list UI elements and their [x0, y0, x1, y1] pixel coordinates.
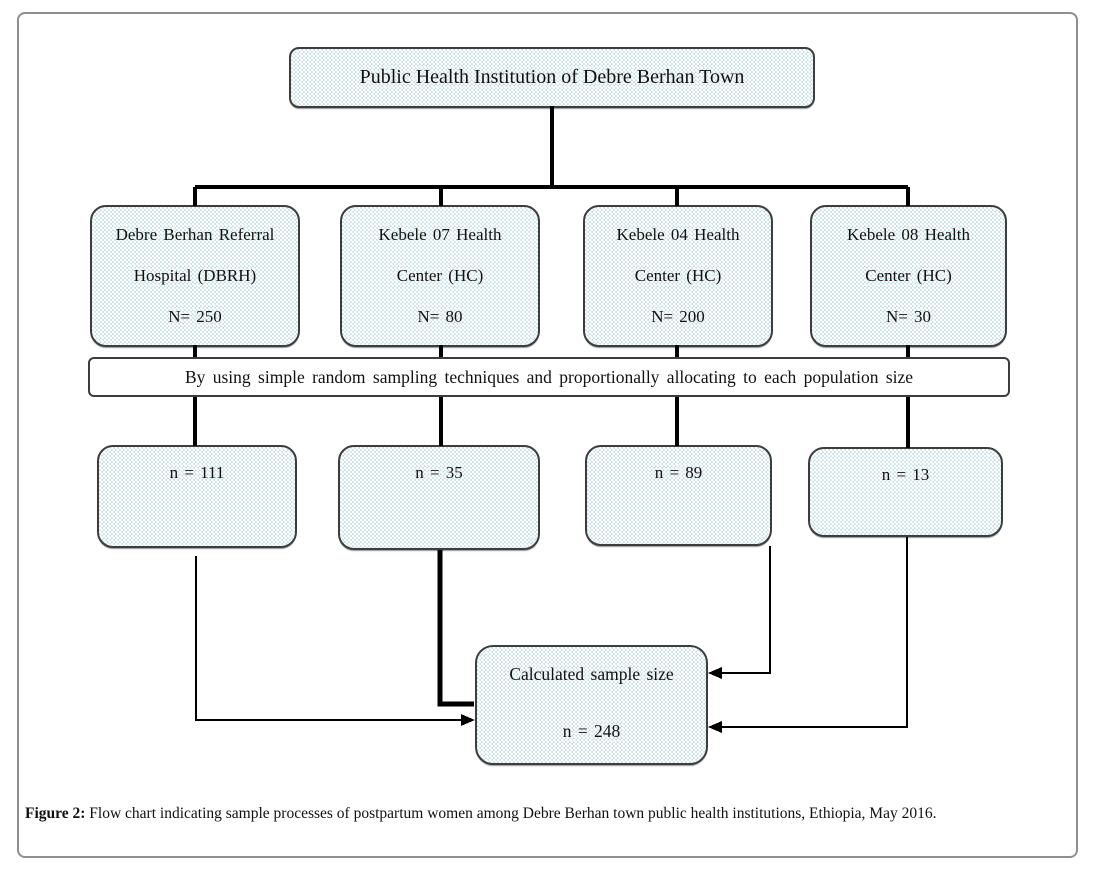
institution-box-kebele-07: Kebele 07 Health Center (HC) N= 80 [340, 205, 540, 347]
sample-size-box-dbrh: n = 111 [97, 445, 297, 548]
sample-size-value: n = 111 [169, 463, 225, 482]
institution-population: N= 80 [417, 306, 463, 326]
institution-name-line1: Kebele 08 Health [847, 225, 970, 245]
institution-box-kebele-08: Kebele 08 Health Center (HC) N= 30 [810, 205, 1007, 347]
sample-size-value: n = 89 [654, 463, 703, 482]
calculated-sample-size-value: n = 248 [562, 721, 621, 741]
institution-name-line1: Kebele 04 Health [616, 225, 740, 245]
sample-size-box-kebele-08: n = 13 [808, 447, 1003, 537]
sample-size-value: n = 35 [415, 463, 463, 482]
sample-size-box-kebele-07: n = 35 [338, 445, 540, 550]
institution-population: N= 30 [885, 306, 932, 326]
sampling-method-label: By using simple random sampling techniqu… [184, 366, 914, 387]
root-institution-label: Public Health Institution of Debre Berha… [359, 66, 745, 88]
institution-box-dbrh: Debre Berhan Referral Hospital (DBRH) N=… [90, 205, 300, 347]
sample-size-box-kebele-04: n = 89 [585, 445, 772, 546]
figure-caption-label: Figure 2: [25, 804, 86, 822]
institution-name-line2: Center (HC) [865, 265, 952, 285]
institution-box-kebele-04: Kebele 04 Health Center (HC) N= 200 [583, 205, 773, 347]
calculated-sample-size-label: Calculated sample size [509, 664, 674, 684]
institution-name-line2: Center (HC) [396, 265, 484, 285]
sample-size-value: n = 13 [881, 465, 930, 484]
institution-population: N= 250 [168, 306, 222, 326]
figure-caption-body: Flow chart indicating sample processes o… [85, 804, 937, 822]
institution-name-line2: Center (HC) [634, 265, 722, 285]
figure-caption: Figure 2: Flow chart indicating sample p… [25, 803, 1073, 825]
institution-name-line1: Debre Berhan Referral [115, 225, 275, 245]
institution-name-line2: Hospital (DBRH) [133, 265, 257, 285]
sampling-method-banner: By using simple random sampling techniqu… [88, 357, 1010, 397]
institution-name-line1: Kebele 07 Health [378, 225, 502, 245]
figure-frame [17, 12, 1078, 858]
institution-population: N= 200 [651, 306, 705, 326]
root-institution-box: Public Health Institution of Debre Berha… [289, 47, 815, 108]
calculated-sample-size-box: Calculated sample size n = 248 [475, 645, 708, 765]
